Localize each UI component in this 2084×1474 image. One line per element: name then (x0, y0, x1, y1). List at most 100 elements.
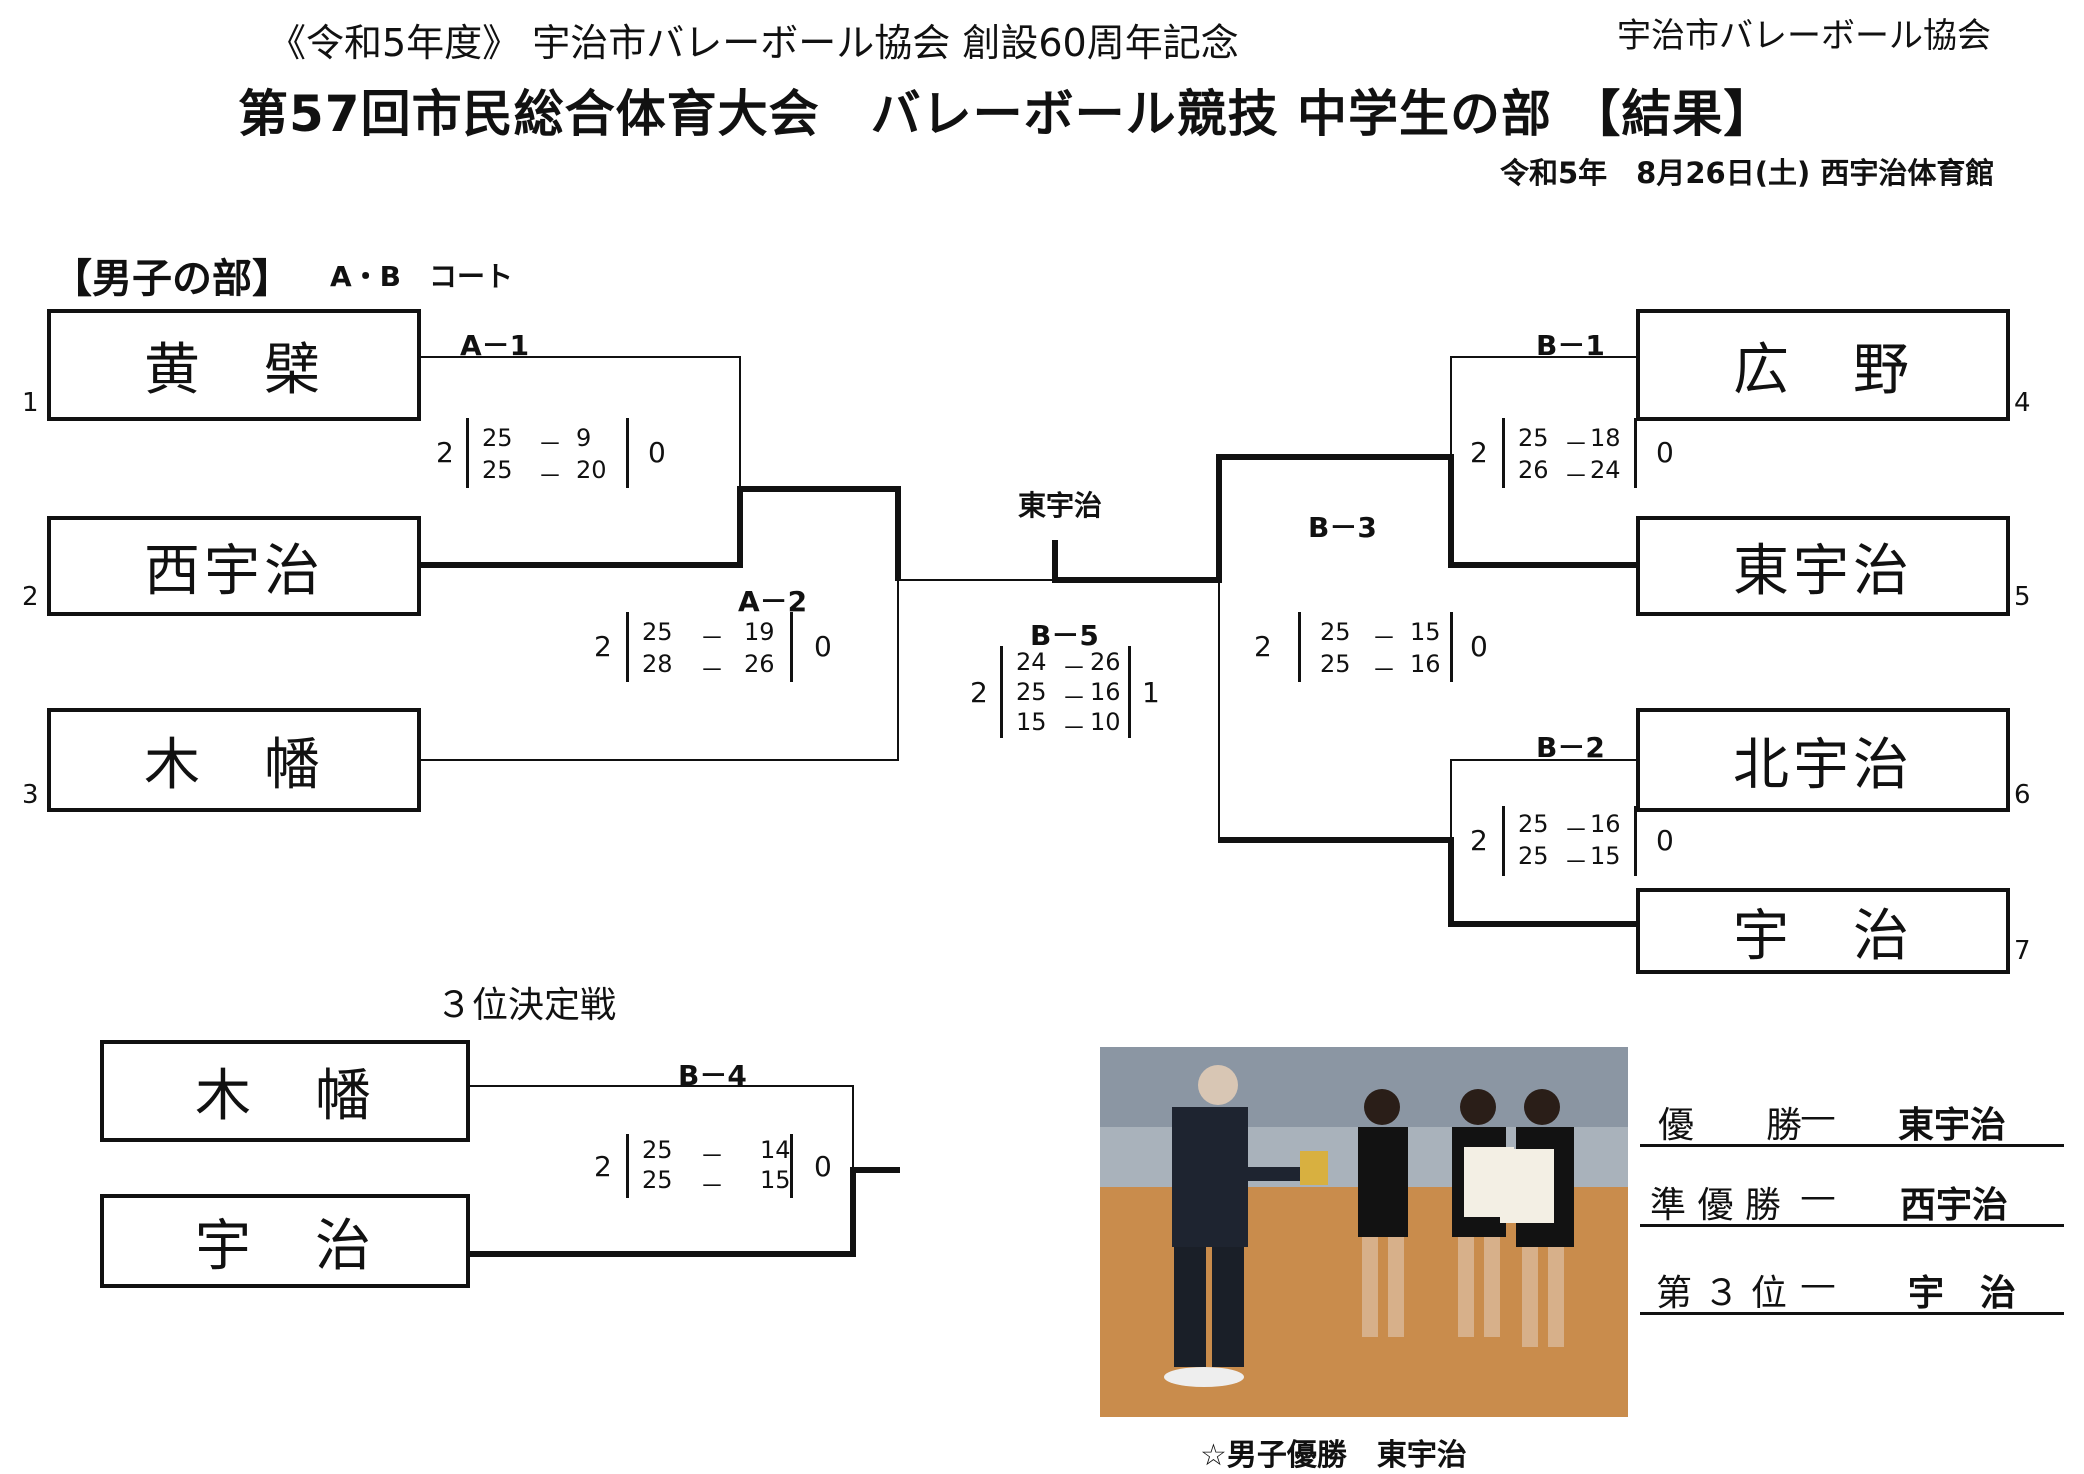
award-team-2: 西宇治 (1900, 1185, 2009, 1226)
score-b: 10 (1090, 708, 1121, 736)
award-rank-1: 優 勝 (1658, 1105, 1803, 1146)
bracket-line-winner (421, 562, 742, 568)
score-bar (626, 1134, 629, 1198)
score-bar (790, 612, 793, 682)
score-a: 25 (482, 424, 513, 452)
score-bar (1450, 612, 1453, 682)
match-sets-right: 0 (1656, 436, 1674, 469)
team-box-third-kohata: 木 幡 (100, 1040, 470, 1142)
match-label-b1: B－1 (1536, 329, 1605, 362)
team-name: 木 幡 (195, 1063, 375, 1129)
score-b: 24 (1590, 456, 1621, 484)
bracket-line-winner (1218, 837, 1454, 843)
bracket-line-winner (737, 486, 901, 492)
bracket-line-winner (850, 1167, 900, 1173)
award-team-1: 東宇治 (1898, 1105, 2007, 1146)
score-b: 16 (1090, 678, 1121, 706)
score-b: 16 (1590, 810, 1621, 838)
score-dash: － (1564, 816, 1588, 844)
photo-caption: ☆男子優勝 東宇治 (1200, 1438, 1467, 1473)
score-dash: － (1564, 430, 1588, 458)
seed-number: 7 (2014, 936, 2031, 966)
score-b: 15 (760, 1166, 791, 1194)
team-name: 黄 檗 (144, 337, 324, 403)
bracket-line-winner (1216, 454, 1222, 583)
organizer-name: 宇治市バレーボール協会 (1617, 16, 1991, 56)
team-name: 宇 治 (195, 1213, 375, 1279)
score-a: 28 (642, 650, 673, 678)
score-dash: － (700, 656, 724, 684)
match-sets-right: 0 (1470, 630, 1488, 663)
score-dash: － (1372, 624, 1396, 652)
score-b: 16 (1410, 650, 1441, 678)
score-b: 18 (1590, 424, 1621, 452)
bracket-line-winner (1216, 454, 1454, 460)
score-bar (1634, 418, 1637, 488)
bracket-line-winner (850, 1167, 856, 1257)
team-name: 東宇治 (1733, 538, 1913, 604)
match-sets-left: 2 (594, 630, 612, 663)
award-underline (1640, 1224, 2064, 1227)
match-sets-right: 0 (648, 436, 666, 469)
score-b: 15 (1410, 618, 1441, 646)
score-bar (1502, 418, 1505, 488)
score-b: 14 (760, 1136, 791, 1164)
bracket-line (1218, 579, 1220, 842)
score-a: 25 (482, 456, 513, 484)
bracket-line (1450, 356, 1636, 358)
score-dash: － (700, 1172, 724, 1200)
team-box-third-uji: 宇 治 (100, 1194, 470, 1288)
score-b: 26 (1090, 648, 1121, 676)
score-a: 24 (1016, 648, 1047, 676)
award-team-3: 宇 治 (1908, 1273, 2017, 1314)
score-bar (1634, 806, 1637, 876)
score-a: 15 (1016, 708, 1047, 736)
team-name: 木 幡 (144, 732, 324, 798)
score-dash: － (700, 624, 724, 652)
match-sets-left: 2 (594, 1150, 612, 1183)
award-rank-2: 準 優 勝 (1650, 1185, 1781, 1226)
match-sets-right: 1 (1142, 676, 1160, 709)
score-dash: － (700, 1142, 724, 1170)
final-winner-name: 東宇治 (1018, 489, 1103, 522)
score-bar (626, 612, 629, 682)
team-box-obaku: 黄 檗 (47, 309, 421, 421)
score-a: 25 (1518, 842, 1549, 870)
photo-illustration (1100, 1047, 1628, 1417)
match-sets-left: 2 (1470, 436, 1488, 469)
section-title: 【男子の部】 (52, 256, 292, 302)
score-b: 20 (576, 456, 607, 484)
score-bar (790, 1134, 793, 1198)
team-box-kohata: 木 幡 (47, 708, 421, 812)
score-b: 26 (744, 650, 775, 678)
match-sets-left: 2 (436, 436, 454, 469)
match-label-b2: B－2 (1536, 731, 1605, 764)
team-name: 西宇治 (144, 538, 324, 604)
bracket-line (1450, 759, 1636, 761)
match-sets-left: 2 (1470, 824, 1488, 857)
score-dash: － (1062, 714, 1086, 742)
award-rank-3: 第 ３ 位 (1656, 1273, 1787, 1314)
score-dash: － (538, 462, 562, 490)
score-dash: － (538, 430, 562, 458)
score-b: 9 (576, 424, 592, 452)
team-name: 広 野 (1733, 337, 1913, 403)
bracket-line-winner (1448, 921, 1636, 927)
match-sets-left: 2 (970, 676, 988, 709)
score-a: 25 (642, 618, 673, 646)
bracket-line-winner (1448, 562, 1636, 568)
bracket-line (1450, 356, 1452, 460)
score-dash: － (1564, 848, 1588, 876)
score-a: 25 (1518, 810, 1549, 838)
header-line1: 《令和5年度》 宇治市バレーボール協会 創設60周年記念 (268, 21, 1239, 65)
team-box-hirono: 広 野 (1636, 309, 2010, 421)
bracket-line (421, 759, 899, 761)
match-label-a2: A－2 (738, 585, 808, 618)
bracket-line-winner (895, 486, 901, 581)
score-bar (466, 418, 469, 488)
match-label-a1: A－1 (460, 329, 530, 362)
score-bar (1298, 612, 1301, 682)
award-underline (1640, 1312, 2064, 1315)
score-a: 25 (642, 1136, 673, 1164)
match-label-b3: B－3 (1308, 511, 1377, 544)
